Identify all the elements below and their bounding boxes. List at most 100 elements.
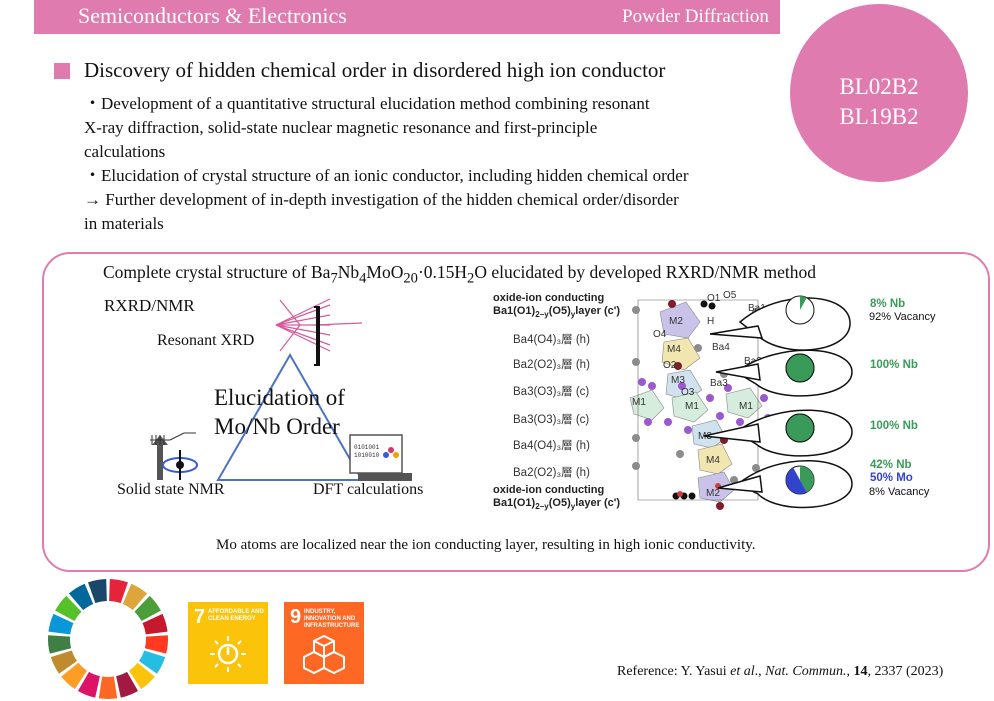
site-label: O1 — [707, 293, 721, 304]
polyhedron-m1-mid — [671, 391, 709, 423]
site-label: M3 — [671, 375, 685, 386]
polyhedron-m2-top — [659, 301, 701, 339]
header-method: Powder Diffraction — [622, 6, 769, 27]
sdg-wheel-segment — [128, 662, 155, 690]
header-category: Semiconductors & Electronics — [78, 3, 347, 28]
callout-bubble — [738, 297, 851, 351]
site-label: O2 — [663, 360, 677, 371]
pie-slice — [786, 467, 807, 494]
site-label: M4 — [706, 455, 720, 466]
polyhedron-m4-top — [661, 337, 701, 371]
sdg-wheel-segment — [55, 595, 82, 622]
polyhedron-m1-right — [725, 387, 763, 419]
center-line-2: Mo/Nb Order — [214, 414, 340, 439]
site-label: Ba3 — [710, 378, 728, 389]
sdg-wheel-segment — [48, 635, 72, 654]
occupancy-pies — [785, 295, 815, 495]
layer-label: Ba2(O2)₃層 (h) — [513, 359, 590, 371]
occupancy-vacancy: 8% Vacancy — [869, 486, 930, 498]
header-bar: Semiconductors & Electronics Powder Diff… — [34, 0, 780, 34]
dft-bits: 0101001 — [354, 444, 380, 451]
beamline-2: BL19B2 — [839, 104, 919, 129]
atoms-red — [677, 483, 721, 497]
layer-label: Ba2(O2)₃層 (h) — [513, 467, 590, 479]
site-label: O5 — [723, 290, 737, 301]
sdg-wheel-segment — [116, 671, 139, 698]
xray-rays-icon — [275, 298, 363, 352]
site-label: M1 — [632, 397, 646, 408]
sdg-wheel-segment — [109, 579, 128, 604]
dft-label: DFT calculations — [313, 481, 424, 498]
center-line-1: Elucidation of — [214, 385, 345, 410]
site-label: Ba4 — [712, 342, 730, 353]
layer-label: Ba4(O4)₃層 (h) — [513, 334, 590, 346]
sdg-number: 7 — [194, 606, 206, 628]
reference: Reference: Y. Yasui et al., Nat. Commun.… — [617, 664, 944, 679]
nmr-magnet-icon — [150, 432, 198, 480]
desc-line: X-ray diffraction, solid-state nuclear m… — [84, 118, 598, 137]
detector-icon — [314, 306, 320, 366]
site-label: O3 — [681, 387, 695, 398]
beamline-1: BL02B2 — [839, 74, 919, 99]
sdg-9-badge: 9 INDUSTRY, INNOVATION AND INFRASTRUCTUR… — [284, 602, 364, 684]
sdg-wheel-segment — [98, 676, 118, 699]
pie-slice — [785, 413, 815, 443]
desc-line: in materials — [84, 214, 164, 233]
method-label: RXRD/NMR — [104, 296, 195, 315]
site-label: M2 — [706, 488, 720, 499]
occupancy-nb: 8% Nb — [870, 298, 906, 310]
site-label: M1 — [685, 401, 699, 412]
site-label: H — [707, 316, 715, 327]
sdg-wheel-segment — [77, 671, 100, 698]
occupancy-nb: 42% Nb — [870, 459, 912, 471]
sdg-wheel-segment — [138, 650, 166, 674]
site-label: M4 — [667, 344, 681, 355]
panel-caption: Mo atoms are localized near the ion cond… — [216, 537, 756, 553]
sdg-wheel-segment — [50, 650, 78, 674]
sdg-wheel-segment — [134, 595, 161, 622]
occupancy-nb: 100% Nb — [870, 359, 918, 371]
pie-slice — [800, 296, 807, 310]
site-label: M1 — [739, 401, 753, 412]
layer-label: Ba4(O4)₃層 (h) — [513, 440, 590, 452]
layer-label: Ba3(O3)₃層 (c) — [513, 414, 590, 426]
sdg-wheel-segment — [122, 583, 148, 611]
sdg-wheel-segment — [88, 579, 107, 604]
nmr-label: Solid state NMR — [117, 481, 225, 498]
panel-title: Complete crystal structure of Ba7Nb4MoO2… — [103, 262, 817, 287]
occupancy-mo: 50% Mo — [870, 472, 913, 484]
computer-icon: 0101001 1010010 — [349, 434, 412, 481]
sdg-wheel-segment — [142, 613, 168, 635]
sdg-text: INDUSTRY, INNOVATION AND INFRASTRUCTURE — [304, 609, 360, 629]
site-label: O4 — [653, 329, 667, 340]
occupancy-vacancy: 92% Vacancy — [869, 311, 936, 323]
result-panel — [42, 252, 990, 572]
method-diagram: 0101001 1010010 — [150, 298, 412, 481]
sdg-7-badge: 7 AFFORDABLE AND CLEAN ENERGY — [188, 602, 268, 684]
desc-line: → Further development of in-depth invest… — [84, 190, 679, 209]
top-layer-label: oxide-ion conducting Ba1(O1)2−y(O5)ylaye… — [493, 292, 621, 320]
page-title: Discovery of hidden chemical order in di… — [84, 58, 666, 82]
bottom-layer-label: oxide-ion conducting Ba1(O1)2−y(O5)ylaye… — [493, 484, 621, 512]
sdg-wheel-segment — [68, 583, 94, 611]
pie-slice — [800, 466, 814, 493]
desc-line: calculations — [84, 142, 166, 161]
crystal-structure — [629, 299, 772, 510]
sdg-number: 9 — [290, 606, 302, 628]
resonant-xrd-label: Resonant XRD — [157, 332, 255, 349]
polyhedron-m1-left — [629, 389, 665, 421]
layer-label: Ba3(O3)₃層 (c) — [513, 386, 590, 398]
desc-line: ・Development of a quantitative structura… — [84, 94, 650, 113]
occupancy-callouts — [703, 295, 853, 509]
polyhedron-m3-low — [691, 419, 727, 449]
beamline-badge: BL02B2 BL19B2 — [790, 4, 968, 182]
cubes-icon — [303, 634, 345, 675]
dft-bits: 1010010 — [354, 452, 380, 459]
site-label: Ba1 — [748, 303, 766, 314]
occupancy-nb: 100% Nb — [870, 420, 918, 432]
title-bullet — [54, 63, 70, 79]
site-label: M2 — [669, 316, 683, 327]
sdg-wheel-segment — [61, 662, 88, 690]
sdg-wheel-icon — [48, 579, 168, 699]
sdg-wheel-segment — [48, 613, 74, 635]
